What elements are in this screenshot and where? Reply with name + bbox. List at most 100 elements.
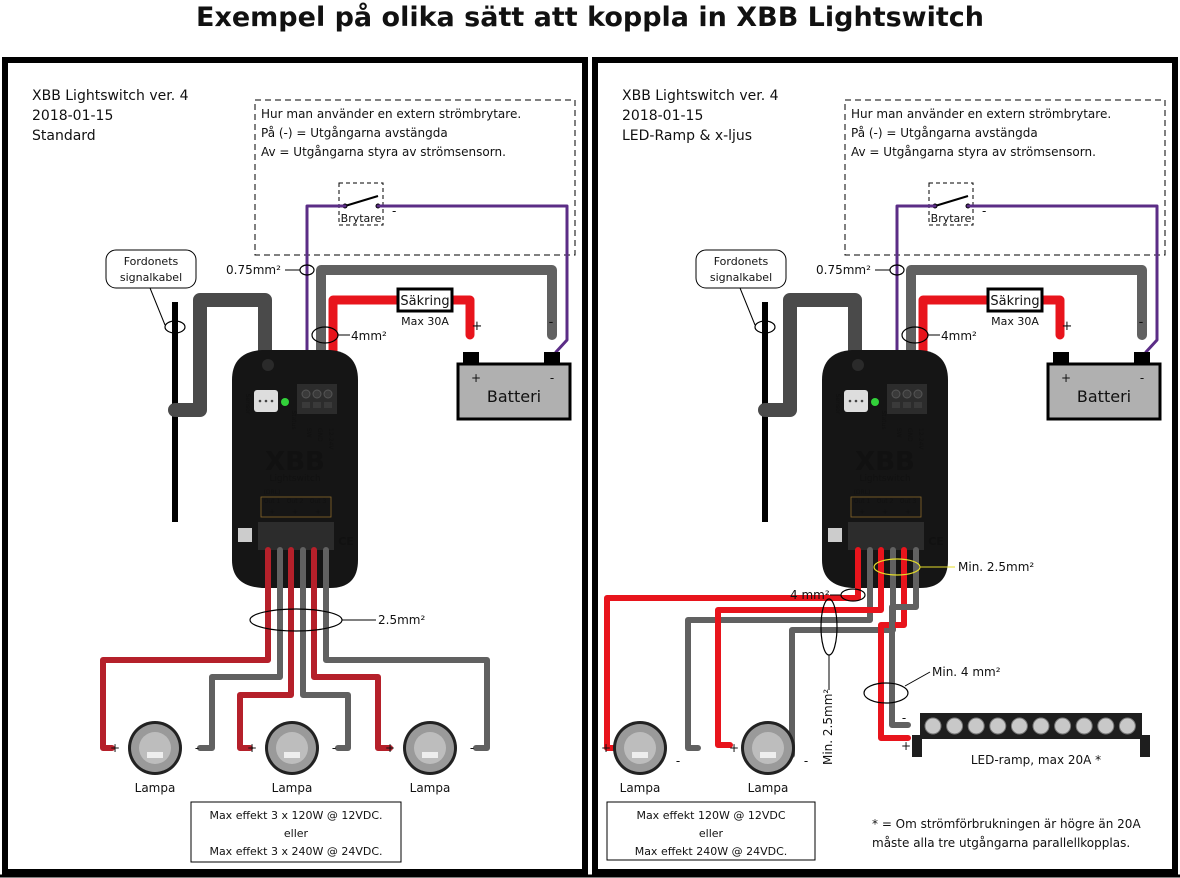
led-ramp-label: LED-ramp, max 20A * [971,753,1101,767]
wire-min25-vertical-label: Min. 2.5mm² [821,689,835,765]
left-panel-frame [2,57,588,875]
info-line-2: LED-Ramp & x-ljus [622,128,752,144]
fuse-box [396,287,454,313]
led [989,717,1007,735]
output-label: Out 1 [264,498,281,505]
battery [1046,362,1162,421]
brand-logo: XBB [265,447,325,477]
switch-wire [305,204,347,397]
max-effect-box [606,801,816,861]
qr-code [828,528,842,542]
ramp-plus-label: + [901,739,911,753]
signal-label-box [105,249,197,289]
sensor-clamp-wire [168,293,272,417]
lamp-reflector [276,732,308,764]
lamp-bulb [760,752,776,758]
sensor-label: Sensor [244,394,251,415]
output-terminal-block [848,522,924,550]
battery-terminal [463,352,479,364]
lamp-1 [613,721,667,775]
lamp-reflector [752,732,784,764]
max-effect-line-0: Max effekt 3 x 120W @ 12VDC. [209,809,382,822]
terminal-slot [903,402,911,408]
max-effect-box [190,801,402,863]
out2-plus-wire [715,547,884,748]
signal-label: Fordonets [124,255,179,268]
sensor-clamp-wire [758,293,862,417]
product-label: Lightswitch [859,474,910,484]
switch-wire-negative [376,204,569,354]
lamp-plus-label: + [729,741,739,755]
out3-plus-wire [311,547,393,751]
footnote-line-1: måste alla tre utgångarna parallellkoppl… [872,836,1130,850]
lamp-minus-label: - [804,754,808,768]
power-terminal-block [887,384,927,414]
lamp-reflector [624,732,656,764]
signal-label-box [695,249,787,289]
ground-wire [316,265,557,400]
battery-label: Batteri [1077,387,1131,406]
switch-lever [934,195,969,207]
switch-note-box [254,99,576,256]
sensor-pin [848,399,852,403]
battery-minus-wire-label: - [549,315,554,330]
output-polarity: + [882,508,888,516]
output-label: Out 3 [900,498,917,505]
min4-pointer [904,671,931,687]
status-label: Status [290,410,297,429]
switch-note-line-1: På (-) = Utgångarna avstängda [261,126,448,140]
switch-note-line-0: Hur man använder en extern strömbrytare. [851,107,1111,121]
output-polarity: + [269,508,275,516]
battery-terminal [1053,352,1069,364]
max-effect-line-1: eller [284,827,309,840]
switch-note-line-0: Hur man använder en extern strömbrytare. [261,107,521,121]
switch-note-line-2: Av = Utgångarna styra av strömsensorn. [851,145,1096,159]
ramp-plus-wire [878,547,911,741]
switch-box [928,182,974,226]
lamp-bulb [632,752,648,758]
max-effect-line-2: Max effekt 3 x 240W @ 24VDC. [209,845,382,858]
signal-pointer [149,287,166,326]
sensor-pin [270,399,274,403]
led-ramp-bracket [912,735,922,757]
output-label-box [850,496,922,518]
left-panel: XBB Lightswitch ver. 42018-01-15Standard… [32,88,576,863]
terminal-screw [312,389,322,399]
led [967,717,985,735]
status-led [871,398,879,406]
fuse-max-label: Max 30A [401,315,449,328]
sensor-pin [264,399,268,403]
lamp-minus-label: - [470,741,474,755]
battery-terminal [544,352,560,364]
output-label: Out 3 [310,498,327,505]
terminal-screw [323,389,333,399]
lamp-plus-label: + [385,741,395,755]
lamp-label-1: Lampa [620,781,661,795]
terminal-slot [914,402,922,408]
terminal-slot [313,402,321,408]
drl-label: (DRL) [854,489,871,496]
terminal-screw [902,389,912,399]
led [1075,717,1093,735]
ramp-minus-label: - [902,711,906,725]
out3-minus-wire [323,547,490,751]
lamp-1 [128,721,182,775]
product-label: Lightswitch [269,474,320,484]
pin-label: 12-24V [917,428,924,450]
sensor-pin [860,399,864,403]
output-terminal-block [258,522,334,550]
fuse-label: Säkring [400,294,449,309]
battery-label: Batteri [487,387,541,406]
info-line-1: 2018-01-15 [622,108,703,124]
ce-mark: CE [338,535,354,548]
max-effect-line-1: eller [699,827,724,840]
lamp-bulb [422,752,438,758]
lamp-label-3: Lampa [410,781,451,795]
switch-note-line-2: Av = Utgångarna styra av strömsensorn. [261,145,506,159]
wire-4-label: 4mm² [351,329,387,343]
lamp-bulb [147,752,163,758]
terminal-screw [891,389,901,399]
led [1054,717,1072,735]
